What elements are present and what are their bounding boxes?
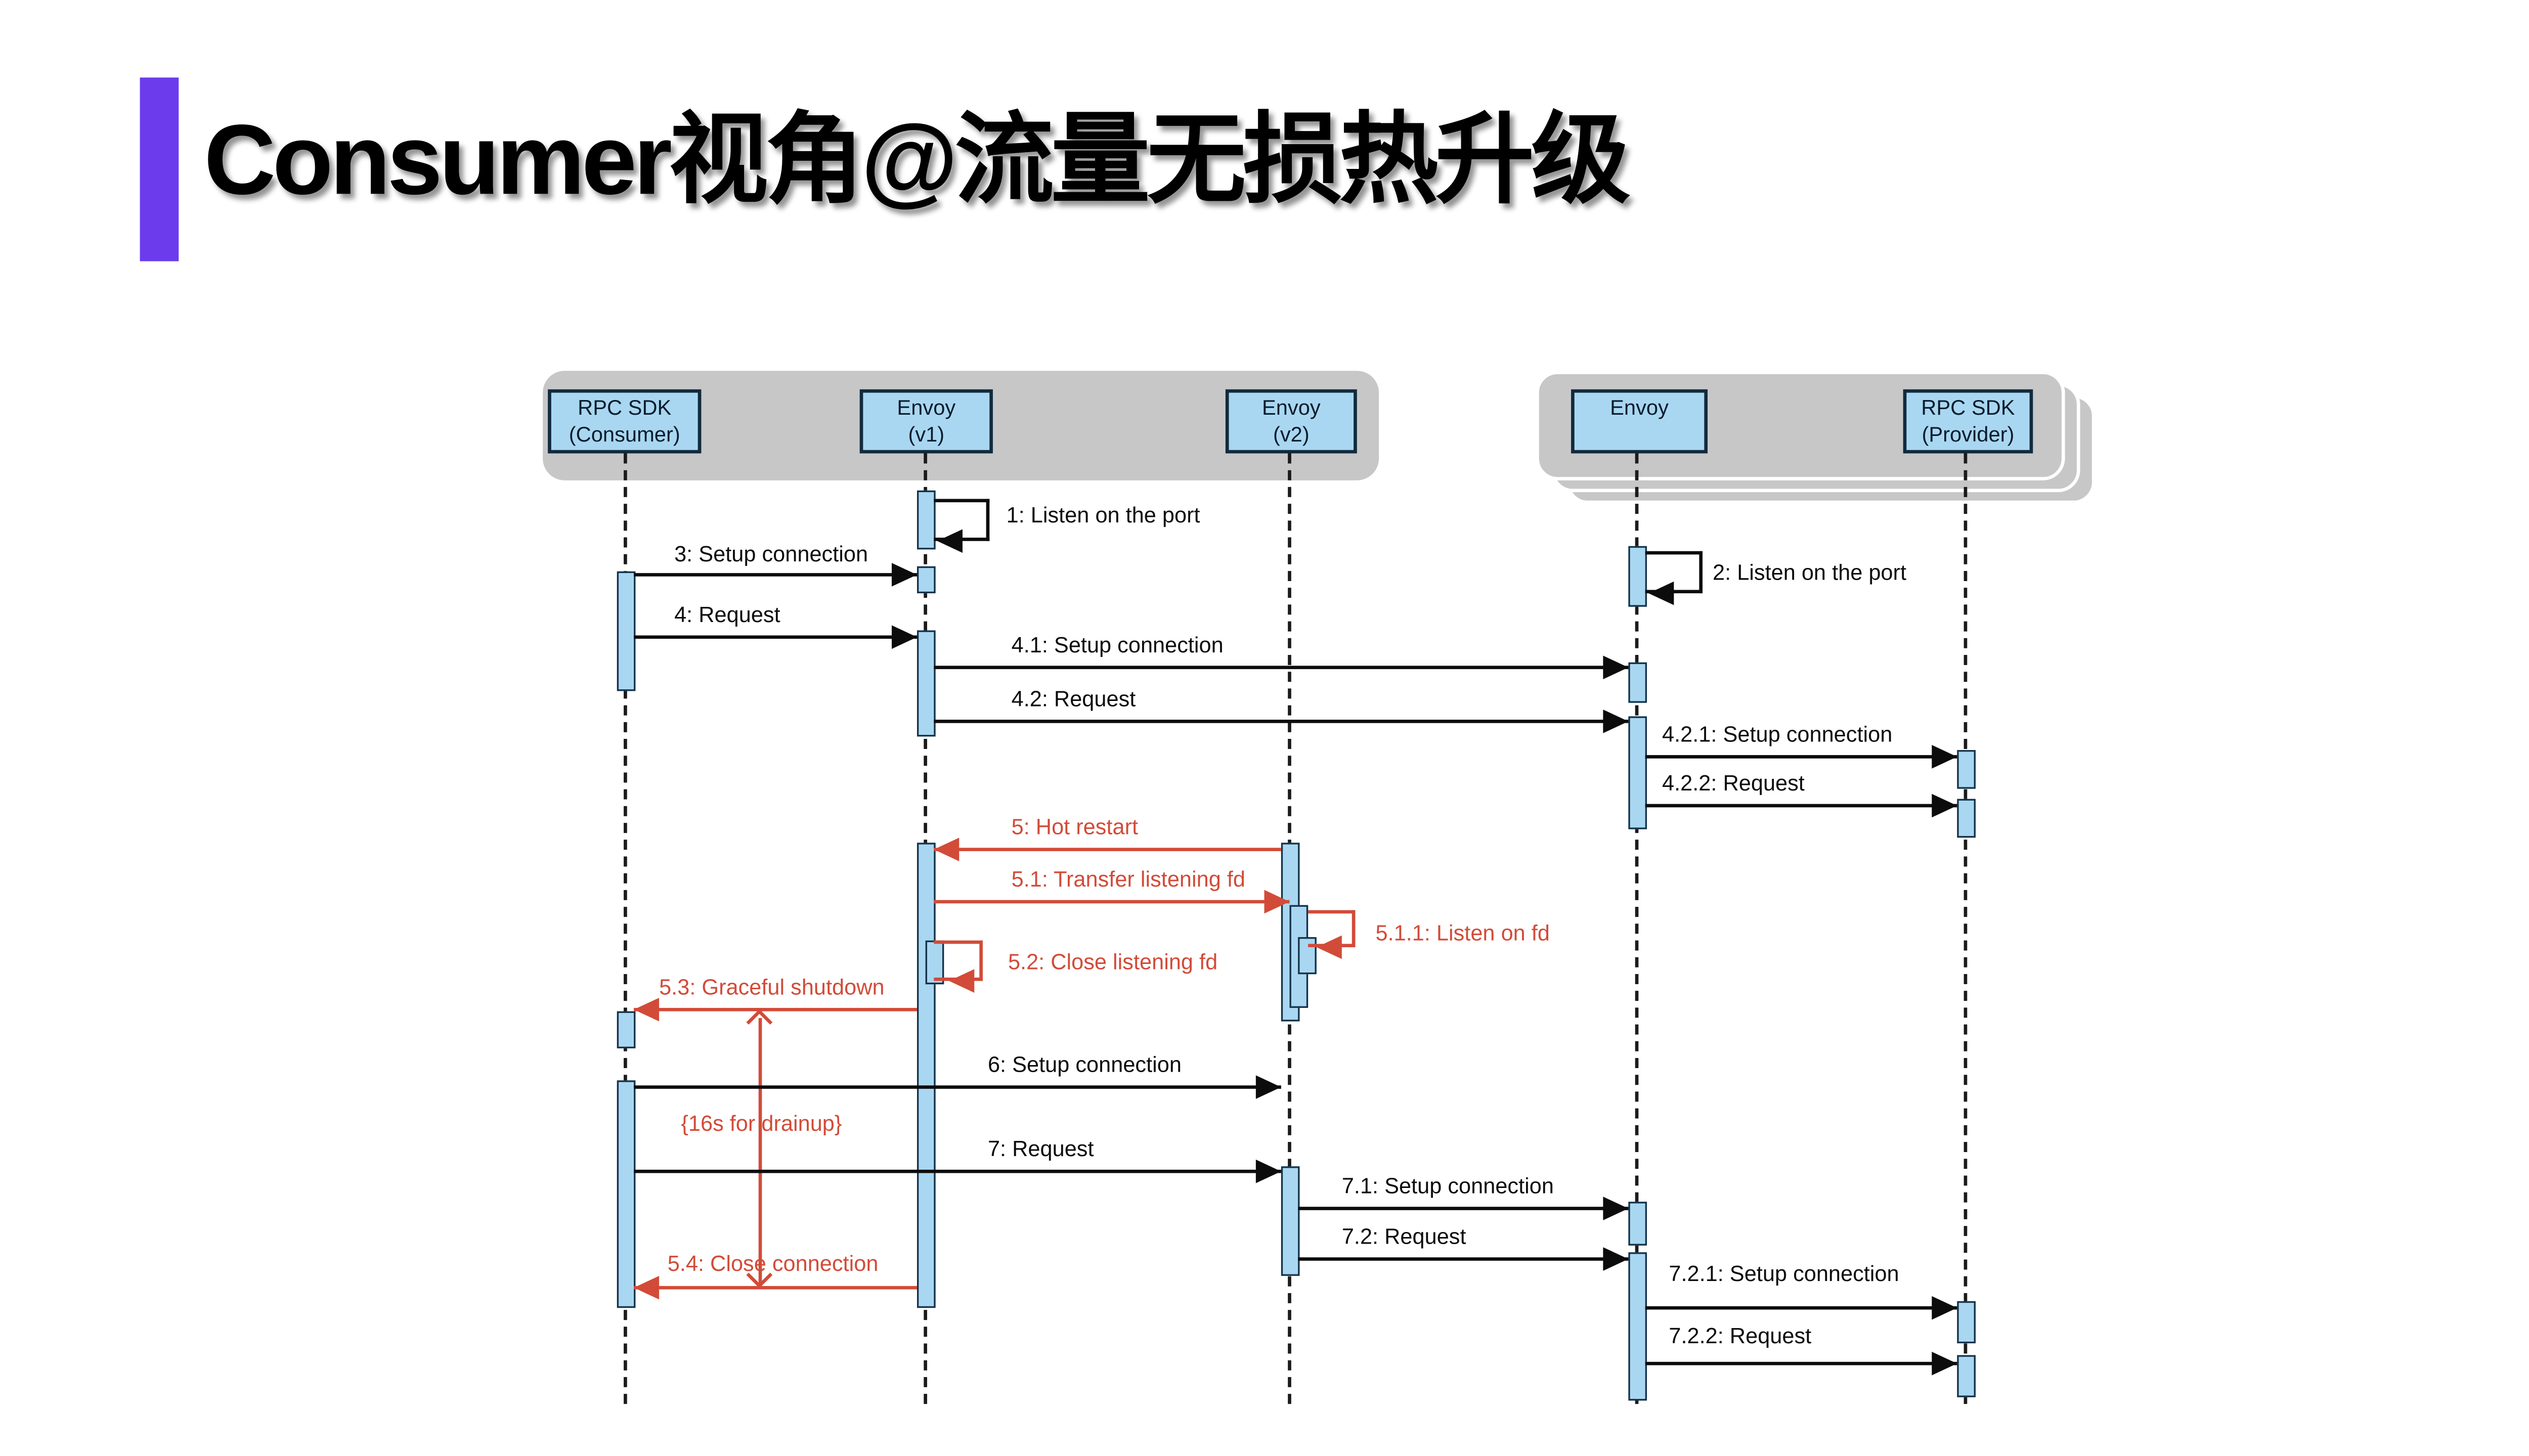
activation bbox=[1957, 1301, 1975, 1344]
duration-arrowhead-up-icon bbox=[746, 1009, 773, 1036]
message-label: 5: Hot restart bbox=[1011, 814, 1139, 840]
message-label: 7: Request bbox=[987, 1136, 1094, 1162]
message-label: 5.1.1: Listen on fd bbox=[1375, 920, 1550, 946]
activation bbox=[1957, 750, 1975, 789]
lifeline-rpc-sdk-provider bbox=[1964, 453, 1968, 1404]
participant-box-rpc-sdk-consumer: RPC SDK (Consumer) bbox=[548, 389, 702, 454]
message-label: 3: Setup connection bbox=[674, 541, 868, 566]
participant-label: Envoy bbox=[1261, 396, 1321, 420]
activation bbox=[1957, 1355, 1975, 1397]
activation bbox=[1957, 799, 1975, 838]
arrowhead-left-icon bbox=[1316, 935, 1342, 959]
arrowhead-left-icon bbox=[1648, 581, 1674, 605]
participant-label: (Provider) bbox=[1922, 423, 2015, 447]
message-line bbox=[1298, 1257, 1629, 1262]
message-label: 2: Listen on the port bbox=[1713, 559, 1907, 585]
participant-box-rpc-sdk-provider: RPC SDK (Provider) bbox=[1903, 389, 2033, 454]
message-line bbox=[634, 1007, 917, 1012]
arrowhead-right-icon bbox=[1255, 1159, 1281, 1183]
arrowhead-left-icon bbox=[634, 997, 660, 1022]
message-label: 4: Request bbox=[674, 601, 780, 627]
message-label: 5.3: Graceful shutdown bbox=[659, 974, 885, 1000]
self-message-loop bbox=[1645, 551, 1703, 594]
activation bbox=[1628, 546, 1646, 607]
message-label: 7.2.1: Setup connection bbox=[1669, 1260, 1899, 1286]
message-line bbox=[934, 848, 1281, 852]
message-label: 7.2.2: Request bbox=[1669, 1323, 1812, 1349]
participant-label: (Consumer) bbox=[569, 423, 680, 447]
message-line bbox=[634, 1286, 917, 1290]
participant-label: (v2) bbox=[1273, 423, 1310, 447]
message-line bbox=[934, 900, 1290, 904]
arrowhead-right-icon bbox=[891, 563, 917, 587]
arrowhead-right-icon bbox=[1932, 793, 1957, 818]
activation bbox=[1281, 1166, 1299, 1276]
activation bbox=[917, 566, 935, 594]
message-label: 7.1: Setup connection bbox=[1341, 1173, 1554, 1199]
participant-label: RPC SDK bbox=[578, 396, 672, 420]
lifeline-rpc-sdk-consumer bbox=[624, 453, 627, 1404]
activation bbox=[617, 1011, 635, 1048]
message-line bbox=[634, 1169, 1281, 1174]
activation bbox=[917, 490, 935, 550]
arrowhead-right-icon bbox=[1932, 1296, 1957, 1320]
arrowhead-right-icon bbox=[1603, 1197, 1629, 1220]
arrowhead-right-icon bbox=[1264, 890, 1290, 914]
arrowhead-left-icon bbox=[934, 837, 960, 862]
message-label: 4.2.1: Setup connection bbox=[1662, 721, 1893, 747]
participant-label: (v1) bbox=[908, 423, 945, 447]
message-label: 4.2: Request bbox=[1011, 686, 1136, 712]
lifeline-envoy-provider bbox=[1635, 453, 1639, 1404]
arrowhead-right-icon bbox=[1603, 710, 1629, 733]
message-label: 7.2: Request bbox=[1341, 1223, 1466, 1249]
participant-box-envoy-v2: Envoy (v2) bbox=[1225, 389, 1357, 454]
message-label: 5.2: Close listening fd bbox=[1008, 949, 1218, 975]
participant-box-envoy-v1: Envoy (v1) bbox=[859, 389, 993, 454]
arrowhead-left-icon bbox=[937, 529, 963, 553]
activation bbox=[1298, 937, 1316, 975]
activation bbox=[1628, 716, 1646, 829]
activation bbox=[617, 571, 635, 691]
page-title: Consumer视角@流量无损热升级 bbox=[204, 104, 1631, 216]
message-line bbox=[934, 666, 1629, 670]
activation bbox=[1628, 1202, 1646, 1246]
message-line bbox=[634, 573, 917, 578]
duration-label: {16s for drainup} bbox=[681, 1111, 842, 1136]
arrowhead-right-icon bbox=[1603, 1247, 1629, 1271]
message-label: 4.2.2: Request bbox=[1662, 770, 1805, 796]
title-accent-bar bbox=[140, 77, 179, 261]
message-line bbox=[1645, 1361, 1957, 1366]
duration-arrow-line bbox=[758, 1018, 763, 1285]
message-line bbox=[1298, 1207, 1629, 1211]
message-line bbox=[634, 635, 917, 640]
arrowhead-right-icon bbox=[891, 625, 917, 649]
activation bbox=[1628, 662, 1646, 703]
participant-label: Envoy bbox=[897, 396, 956, 420]
message-label: 6: Setup connection bbox=[987, 1051, 1182, 1077]
arrowhead-left-icon bbox=[634, 1275, 660, 1300]
message-line bbox=[1645, 804, 1957, 808]
activation bbox=[1628, 1252, 1646, 1401]
message-line bbox=[634, 1085, 1281, 1090]
arrowhead-right-icon bbox=[1255, 1075, 1281, 1099]
participant-box-envoy-provider: Envoy bbox=[1571, 389, 1708, 454]
arrowhead-right-icon bbox=[1603, 655, 1629, 680]
message-line bbox=[1645, 1306, 1957, 1310]
arrowhead-right-icon bbox=[1932, 745, 1957, 769]
message-line bbox=[1645, 755, 1957, 760]
activation bbox=[917, 630, 935, 737]
participant-label: RPC SDK bbox=[1921, 396, 2015, 420]
message-label: 5.4: Close connection bbox=[667, 1250, 879, 1276]
arrowhead-left-icon bbox=[949, 969, 975, 993]
message-label: 5.1: Transfer listening fd bbox=[1011, 866, 1246, 892]
arrowhead-right-icon bbox=[1932, 1351, 1957, 1376]
activation bbox=[917, 843, 935, 1308]
message-line bbox=[934, 720, 1629, 724]
message-label: 4.1: Setup connection bbox=[1011, 632, 1224, 657]
participant-label: Envoy bbox=[1610, 396, 1669, 420]
message-label: 1: Listen on the port bbox=[1006, 502, 1200, 528]
activation bbox=[617, 1080, 635, 1308]
